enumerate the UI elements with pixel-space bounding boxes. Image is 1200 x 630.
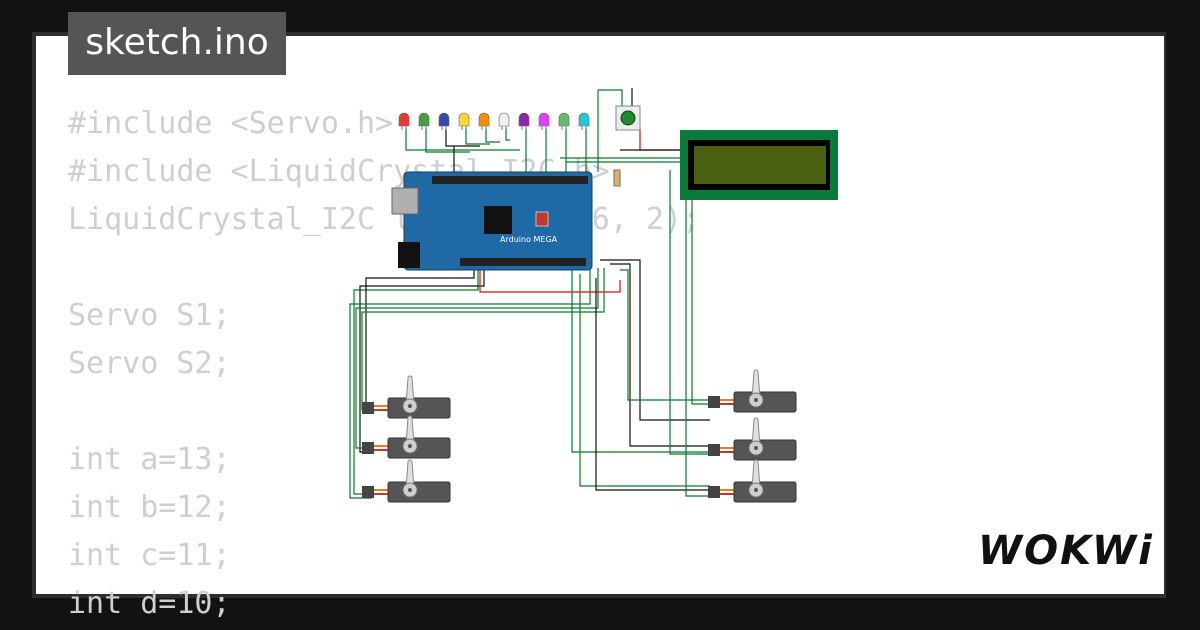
led — [458, 112, 470, 130]
led — [498, 112, 510, 130]
code-line: int b=12; — [68, 490, 231, 525]
servo-motor — [362, 459, 451, 503]
servos — [362, 369, 797, 503]
resistor — [613, 169, 621, 187]
led-row — [398, 112, 590, 130]
code-line: Servo S2; — [68, 346, 231, 381]
servo-motor — [362, 415, 451, 459]
led — [398, 112, 410, 130]
code-line: int a=13; — [68, 442, 231, 477]
led — [418, 112, 430, 130]
push-button[interactable] — [615, 105, 641, 131]
servo-motor — [708, 459, 797, 503]
code-line: int c=11; — [68, 538, 231, 573]
led — [538, 112, 550, 130]
led — [558, 112, 570, 130]
code-line: Servo S1; — [68, 298, 231, 333]
wires — [349, 88, 710, 499]
lcd-display — [680, 130, 838, 200]
servo-motor — [362, 375, 451, 419]
led — [438, 112, 450, 130]
wokwi-logo: WOKWi — [978, 528, 1154, 574]
led — [578, 112, 590, 130]
arduino-mega-board: Arduino MEGA — [391, 171, 593, 271]
code-line: #include <Servo.h> — [68, 106, 394, 141]
led — [518, 112, 530, 130]
board-label: Arduino MEGA — [500, 235, 558, 244]
led — [478, 112, 490, 130]
file-title-tab: sketch.ino — [68, 12, 286, 75]
servo-motor — [708, 417, 797, 461]
servo-motor — [708, 369, 797, 413]
code-line: int d=10; — [68, 586, 231, 621]
